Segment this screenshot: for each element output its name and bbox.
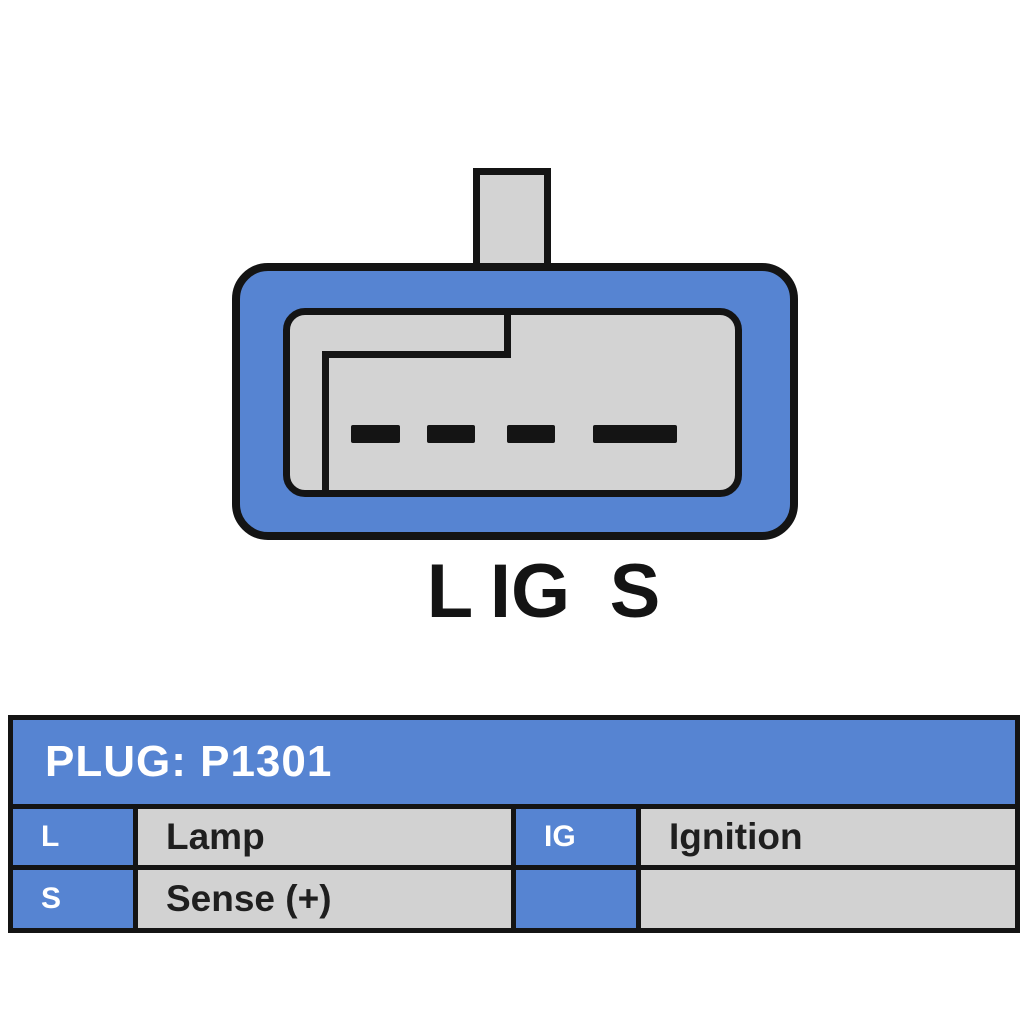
- pin-id-cell-ig: IG: [516, 809, 636, 865]
- plug-table-header: PLUG: P1301: [13, 720, 1015, 804]
- pin-slot-2: [427, 425, 475, 443]
- connector-face: [283, 308, 742, 497]
- plug-table: PLUG: P1301 L Lamp IG Ignition S Sense (…: [8, 715, 1020, 933]
- key-step-line-middle: [322, 351, 511, 358]
- pin-slot-3: [507, 425, 555, 443]
- pin-function-cell-ignition: Ignition: [641, 809, 1015, 865]
- pin-function-cell-lamp: Lamp: [138, 809, 511, 865]
- key-step-line-top: [504, 310, 511, 358]
- key-step-line-left: [322, 351, 329, 494]
- pin-label-ig: IG: [489, 549, 571, 634]
- connector-tab: [473, 168, 551, 272]
- pin-label-s: S: [609, 549, 661, 634]
- pin-function-cell-empty: [641, 870, 1015, 928]
- pin-id-cell-s: S: [13, 870, 133, 928]
- pin-id-cell-empty: [516, 870, 636, 928]
- pin-id-cell-l: L: [13, 809, 133, 865]
- pin-slot-4: [593, 425, 677, 443]
- pin-function-cell-sense: Sense (+): [138, 870, 511, 928]
- pin-slot-1: [351, 425, 400, 443]
- pin-label-l: L: [426, 549, 474, 634]
